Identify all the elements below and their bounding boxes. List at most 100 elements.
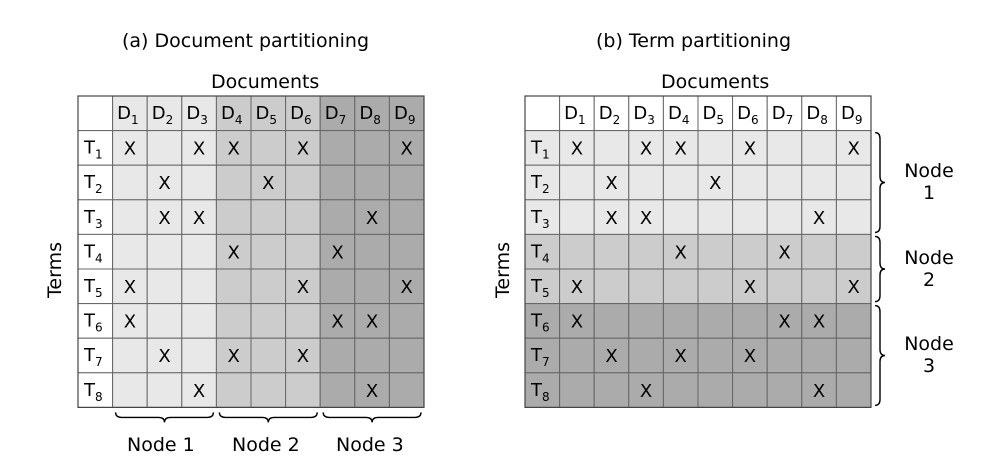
panel-a-cell-t5-d9 — [388, 268, 425, 305]
panel-a-cell-t6-d8 — [354, 303, 390, 339]
panel-a-cell-t8-d2 — [146, 372, 183, 408]
panel-b-title: (b) Term partitioning — [596, 30, 792, 52]
panel-b-doc-label-d2: D2 — [599, 103, 621, 127]
panel-a-mark-t7-d2: X — [158, 346, 170, 367]
panel-b-cell-t7-d1 — [559, 337, 595, 374]
panel-a-term-label-t3: T3 — [83, 207, 103, 231]
panel-a-cell-t3-d5 — [250, 199, 287, 235]
panel-b-node-1-line1: Node — [904, 160, 954, 182]
panel-b-cell-t2-d1 — [559, 164, 595, 201]
panel-a-cell-t2-d4 — [215, 164, 252, 201]
panel-b-cell-t6-d5 — [697, 303, 734, 339]
panel-b-cell-t6-d3 — [628, 303, 664, 339]
panel-b-corner-cell — [524, 95, 561, 132]
panel-a-cell-t5-d5 — [250, 268, 287, 305]
panel-a-node-2-brace — [218, 412, 318, 423]
panel-b-cell-t2-d9 — [835, 164, 872, 201]
panel-b-cell-t4-d9 — [835, 233, 872, 270]
panel-b-cell-t2-d8 — [801, 164, 837, 201]
panel-a-cell-t1-d1 — [112, 130, 148, 166]
panel-a-mark-t3-d8: X — [366, 208, 378, 229]
panel-a-term-label-t1: T1 — [83, 138, 103, 162]
panel-a-mark-t2-d2: X — [158, 173, 170, 194]
panel-a-term-header-t5 — [77, 268, 114, 305]
panel-b-mark-t8-d8: X — [813, 381, 825, 402]
panel-a-mark-t4-d7: X — [331, 242, 343, 263]
panel-a-term-header-t3 — [77, 199, 114, 235]
panel-b-cell-t8-d9 — [835, 372, 872, 408]
panel-b-cell-t2-d7 — [766, 164, 803, 201]
panel-b-mark-t1-d1: X — [571, 139, 583, 160]
panel-b-doc-label-d1: D1 — [564, 103, 586, 127]
panel-b-cell-t6-d9 — [835, 303, 872, 339]
panel-b-cell-t4-d7 — [766, 233, 803, 270]
panel-b-mark-t3-d8: X — [813, 208, 825, 229]
panel-b-mark-t5-d9: X — [848, 277, 860, 298]
panel-a-cell-t6-d9 — [388, 303, 425, 339]
panel-b-cell-t1-d4 — [662, 130, 699, 166]
panel-a-doc-header-d2 — [146, 95, 183, 132]
panel-b-cell-t1-d9 — [835, 130, 872, 166]
panel-b-doc-header-d8 — [801, 95, 837, 132]
panel-a-mark-t1-d6: X — [297, 139, 309, 160]
panel-a-mark-t1-d3: X — [193, 139, 205, 160]
panel-b-node-2-line1: Node — [904, 247, 954, 269]
panel-b-cell-t8-d2 — [593, 372, 630, 408]
panel-a-cell-t5-d4 — [215, 268, 252, 305]
panel-a-cell-t5-d1 — [112, 268, 148, 305]
panel-b-cell-t3-d3 — [628, 199, 664, 235]
panel-b-term-header-t5 — [524, 268, 561, 305]
panel-b-doc-label-d6: D6 — [737, 103, 759, 127]
panel-a-doc-header-d1 — [112, 95, 148, 132]
panel-a-node-1-brace — [114, 412, 215, 423]
panel-a-mark-t3-d2: X — [158, 208, 170, 229]
panel-a-node-2-label: Node 2 — [232, 434, 300, 456]
panel-b-cell-t1-d7 — [766, 130, 803, 166]
panel-a-cell-t3-d3 — [181, 199, 217, 235]
panel-a-cell-t2-d5 — [250, 164, 287, 201]
panel-b-term-header-t1 — [524, 130, 561, 166]
panel-b-mark-t7-d4: X — [675, 346, 687, 367]
panel-b-cell-t4-d3 — [628, 233, 664, 270]
panel-b-cell-t8-d4 — [662, 372, 699, 408]
panel-a-mark-t2-d5: X — [262, 173, 274, 194]
panel-b-cell-t1-d3 — [628, 130, 664, 166]
panel-a-mark-t8-d3: X — [193, 381, 205, 402]
panel-b-mark-t4-d7: X — [778, 242, 790, 263]
panel-b-cell-t2-d2 — [593, 164, 630, 201]
panel-a-cell-t2-d1 — [112, 164, 148, 201]
panel-a-cell-t4-d2 — [146, 233, 183, 270]
panel-a-term-label-t6: T6 — [83, 311, 103, 335]
panel-a-cell-t2-d6 — [285, 164, 321, 201]
panel-a-doc-label-d5: D5 — [256, 103, 278, 127]
panel-a-cell-t2-d7 — [319, 164, 356, 201]
panel-a-doc-label-d1: D1 — [117, 103, 139, 127]
panel-a-cell-t1-d8 — [354, 130, 390, 166]
panel-b-mark-t6-d8: X — [813, 312, 825, 333]
panel-a-mark-t5-d1: X — [124, 277, 136, 298]
panel-a-mark-t5-d9: X — [401, 277, 413, 298]
panel-a-cell-t6-d2 — [146, 303, 183, 339]
panel-b-mark-t7-d6: X — [744, 346, 756, 367]
panel-a-mark-t8-d8: X — [366, 381, 378, 402]
panel-a-cell-t4-d3 — [181, 233, 217, 270]
panel-a-mark-t4-d4: X — [228, 242, 240, 263]
panel-a-cell-t1-d9 — [388, 130, 425, 166]
panel-b-cell-t3-d4 — [662, 199, 699, 235]
panel-b-cell-t6-d4 — [662, 303, 699, 339]
panel-b-node-1-label: Node 1 — [900, 160, 958, 204]
panel-b-cell-t1-d1 — [559, 130, 595, 166]
panel-a-mark-t3-d3: X — [193, 208, 205, 229]
panel-a-cell-t7-d1 — [112, 337, 148, 374]
panel-b-cell-t8-d6 — [732, 372, 768, 408]
panel-b-border — [524, 95, 872, 408]
panel-b-cell-t4-d8 — [801, 233, 837, 270]
panel-a-cell-t8-d6 — [285, 372, 321, 408]
panel-a-cell-t4-d5 — [250, 233, 287, 270]
panel-b-cell-t4-d6 — [732, 233, 768, 270]
panel-b-mark-t1-d6: X — [744, 139, 756, 160]
panel-a-doc-label-d9: D9 — [394, 103, 416, 127]
panel-b-mark-t2-d5: X — [709, 173, 721, 194]
panel-b-mark-t2-d2: X — [605, 173, 617, 194]
panel-b-cell-t3-d2 — [593, 199, 630, 235]
